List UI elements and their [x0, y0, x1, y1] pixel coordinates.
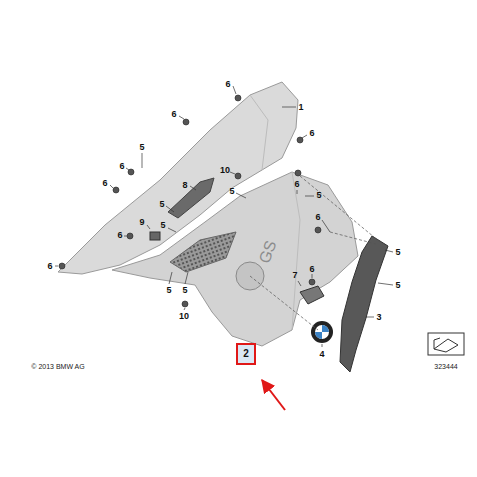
callout-number: 5 — [159, 200, 164, 209]
callout-number: 6 — [47, 262, 52, 271]
callout-number: 7 — [292, 271, 297, 280]
screws — [59, 95, 321, 307]
callout-number: 4 — [319, 350, 324, 359]
grille — [170, 232, 236, 272]
callout-number: 5 — [395, 248, 400, 257]
inner-trim — [168, 178, 214, 218]
copyright-note: © 2013 BMW AG — [31, 363, 84, 370]
callout-number: 6 — [117, 231, 122, 240]
side-trim — [340, 236, 388, 372]
pointer-arrow — [262, 380, 285, 410]
callout-number: 6 — [294, 180, 299, 189]
callout-number: 9 — [139, 218, 144, 227]
callout-number: 5 — [160, 221, 165, 230]
bracket — [300, 286, 324, 304]
assembly-lines — [250, 176, 380, 330]
callout-number: 5 — [166, 286, 171, 295]
callout-number: 5 — [395, 281, 400, 290]
callout-number: 6 — [171, 110, 176, 119]
clip — [150, 232, 160, 240]
callout-number: 6 — [102, 179, 107, 188]
leader-lines — [55, 86, 393, 347]
callout-number: 1 — [298, 103, 303, 112]
callout-number: 6 — [225, 80, 230, 89]
callout-number: 6 — [315, 213, 320, 222]
callout-number: 6 — [309, 265, 314, 274]
callout-number: 5 — [139, 143, 144, 152]
callout-number: 6 — [119, 162, 124, 171]
side-panel — [112, 172, 358, 346]
drawing-number: 323444 — [434, 363, 457, 370]
callout-number: 5 — [316, 191, 321, 200]
bmw-roundel — [311, 321, 333, 343]
callout-number: 10 — [179, 312, 189, 321]
callout-number: 3 — [376, 313, 381, 322]
callout-number: 10 — [220, 166, 230, 175]
callout-number: 6 — [309, 129, 314, 138]
callout-number: 2 — [243, 349, 249, 359]
callout-number: 8 — [182, 181, 187, 190]
view-icon — [428, 333, 464, 355]
callout-number: 5 — [182, 286, 187, 295]
callout-box: 2 — [236, 343, 256, 365]
callout-number: 5 — [229, 187, 234, 196]
